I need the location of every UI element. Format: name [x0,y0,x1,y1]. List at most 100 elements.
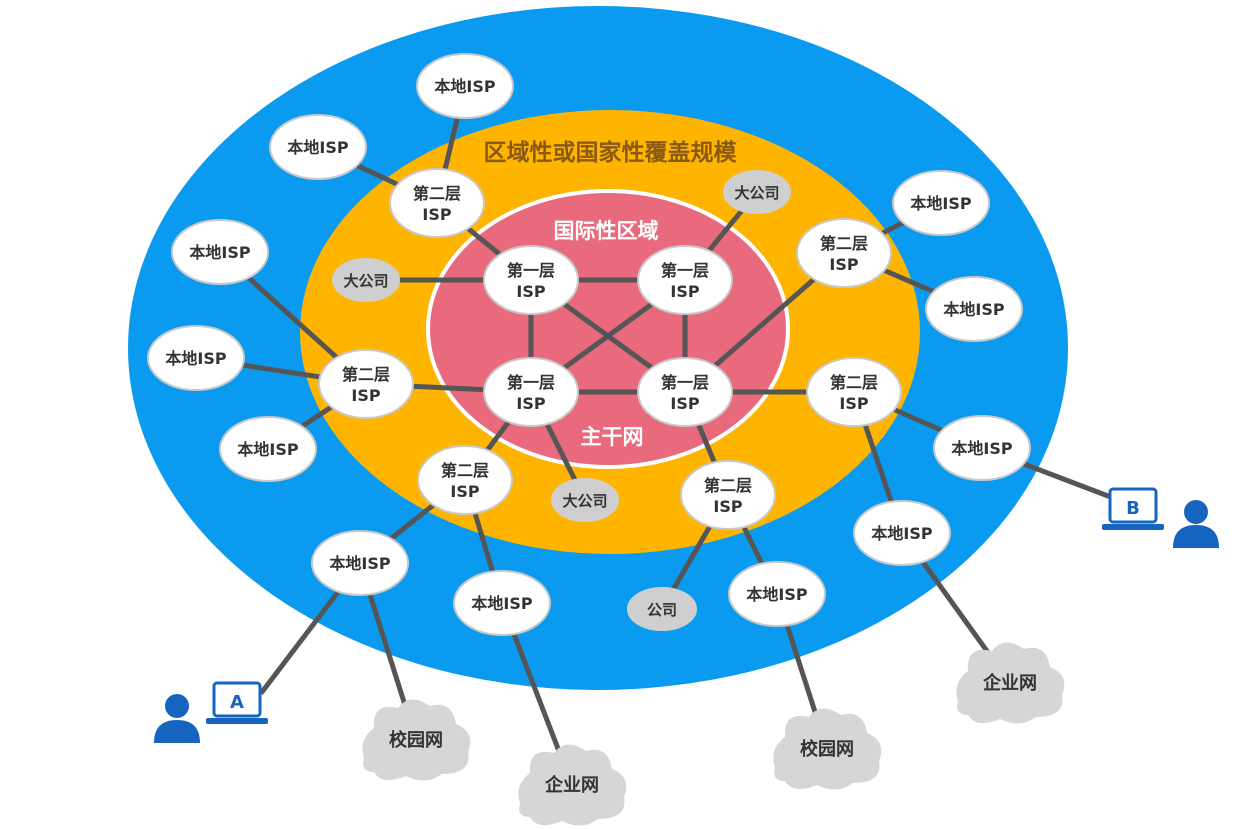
host-b[interactable]: B [1102,487,1219,548]
tier2-isp-node[interactable]: 第二层 ISP [680,460,776,530]
node-label-line1: 第一层 [661,261,709,280]
node-shape [318,349,414,419]
node-shape [171,219,269,285]
node-shape [627,587,697,631]
node-shape [269,114,367,180]
node-shape [680,460,776,530]
node-label: 本地ISP [746,585,807,604]
node-label: 本地ISP [951,439,1012,458]
node-shape [311,530,409,596]
regional-region-label: 区域性或国家性覆盖规模 [484,139,738,166]
node-label-line1: 第一层 [661,373,709,392]
tier1-isp-node[interactable]: 第一层 ISP [637,357,733,427]
backbone-label: 主干网 [581,425,644,449]
cloud-icon [956,642,1065,724]
node-label-line1: 第二层 [413,184,461,203]
host-b-label: B [1126,498,1140,519]
tier2-isp-node[interactable]: 第二层 ISP [806,357,902,427]
node-label: 本地ISP [471,594,532,613]
tier1-isp-node[interactable]: 第一层 ISP [483,245,579,315]
node-label-line1: 第二层 [342,365,390,384]
node-label-line1: 第二层 [704,476,752,495]
cloud-icon [773,708,882,790]
node-shape [551,478,619,522]
local-isp-node[interactable]: 本地ISP [453,570,551,636]
node-shape [853,500,951,566]
local-isp-node[interactable]: 本地ISP [892,170,990,236]
local-isp-node[interactable]: 本地ISP [171,219,269,285]
nodes: 第一层ISP第一层ISP第一层ISP第一层ISP第二层ISP第二层ISP第二层I… [147,53,1065,826]
node-label: 大公司 [562,492,607,510]
node-label-line2: ISP [839,394,868,413]
node-label: 本地ISP [189,243,250,262]
node-label-line1: 第二层 [830,373,878,392]
tier2-isp-node[interactable]: 第二层 ISP [417,445,513,515]
node-shape [796,218,892,288]
laptop-icon: A [206,681,268,724]
node-label: 企业网 [544,774,599,796]
international-region-label: 国际性区域 [554,219,659,243]
node-shape [417,445,513,515]
node-label-line2: ISP [713,497,742,516]
node-shape [892,170,990,236]
tier2-isp-node[interactable]: 第二层 ISP [796,218,892,288]
node-shape [416,53,514,119]
big-company-node[interactable]: 大公司 [332,258,400,302]
enterprise-network-node[interactable]: 企业网 [518,744,627,826]
node-label: 企业网 [982,672,1037,694]
node-shape [933,415,1031,481]
node-shape [925,276,1023,342]
local-isp-node[interactable]: 本地ISP [728,561,826,627]
tier1-isp-node[interactable]: 第一层 ISP [637,245,733,315]
node-shape [483,357,579,427]
node-label-line2: ISP [351,386,380,405]
node-label: 校园网 [389,729,443,751]
local-isp-node[interactable]: 本地ISP [269,114,367,180]
node-shape [723,170,791,214]
node-label: 本地ISP [943,300,1004,319]
company-node[interactable]: 公司 [627,587,697,631]
local-isp-node[interactable]: 本地ISP [147,325,245,391]
local-isp-node[interactable]: 本地ISP [219,416,317,482]
user-icon [1173,500,1219,548]
node-shape [453,570,551,636]
node-label-line2: ISP [670,282,699,301]
node-label: 公司 [647,601,677,619]
local-isp-node[interactable]: 本地ISP [311,530,409,596]
node-shape [389,168,485,238]
node-label: 本地ISP [434,77,495,96]
node-label: 本地ISP [287,138,348,157]
node-label-line1: 第一层 [507,261,555,280]
node-label-line2: ISP [450,482,479,501]
local-isp-node[interactable]: 本地ISP [933,415,1031,481]
node-label-line2: ISP [516,282,545,301]
big-company-node[interactable]: 大公司 [551,478,619,522]
node-shape [637,245,733,315]
node-label-line1: 第二层 [441,461,489,480]
node-label-line1: 第二层 [820,234,868,253]
node-shape [728,561,826,627]
tier2-isp-node[interactable]: 第二层 ISP [389,168,485,238]
host-a-label: A [230,692,244,713]
host-a[interactable]: A [154,681,268,743]
local-isp-node[interactable]: 本地ISP [925,276,1023,342]
node-label-line2: ISP [422,205,451,224]
tier2-isp-node[interactable]: 第二层 ISP [318,349,414,419]
node-label-line2: ISP [829,255,858,274]
node-shape [483,245,579,315]
campus-network-node[interactable]: 校园网 [362,699,471,781]
node-label: 本地ISP [910,194,971,213]
node-label-line2: ISP [670,394,699,413]
node-shape [147,325,245,391]
local-isp-node[interactable]: 本地ISP [853,500,951,566]
laptop-icon: B [1102,487,1164,530]
node-shape [806,357,902,427]
enterprise-network-node[interactable]: 企业网 [956,642,1065,724]
local-isp-node[interactable]: 本地ISP [416,53,514,119]
big-company-node[interactable]: 大公司 [723,170,791,214]
node-label: 大公司 [343,272,388,290]
campus-network-node[interactable]: 校园网 [773,708,882,790]
